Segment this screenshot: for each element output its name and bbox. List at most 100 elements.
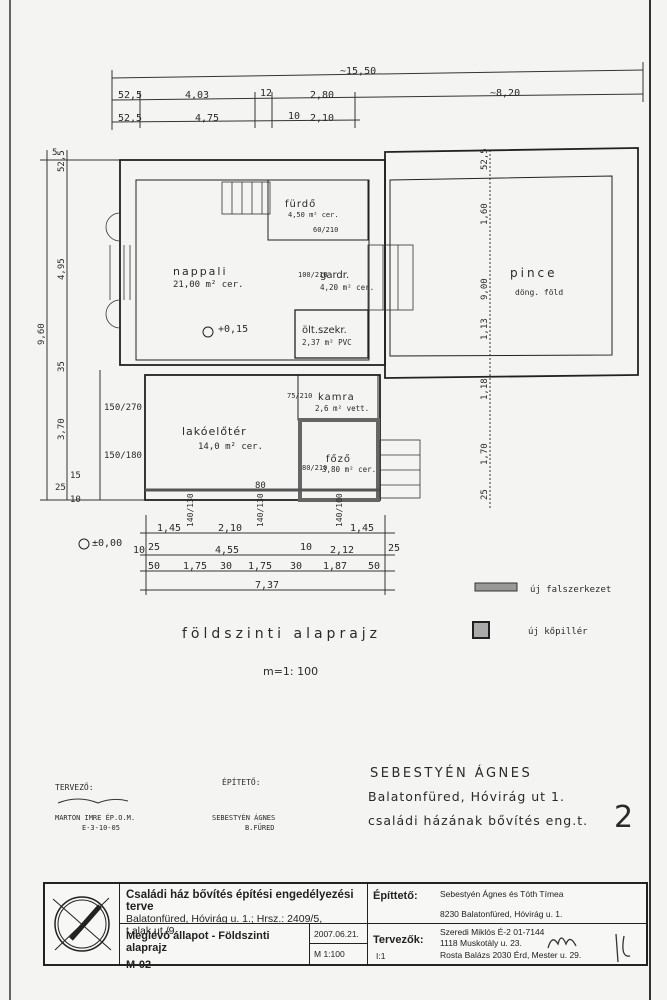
stairs bbox=[105, 181, 421, 499]
walls bbox=[119, 147, 639, 502]
dim-window: 150/270 bbox=[104, 403, 142, 413]
legend-wall-label: új falszerkezet bbox=[530, 585, 611, 595]
pencil-logo-icon bbox=[52, 896, 112, 952]
stamp-builder-name: SEBESTYÉN ÁGNES bbox=[212, 813, 275, 822]
designers-cell: Tervezők: I:1 Szeredi Miklós É-2 01-7144… bbox=[368, 924, 646, 964]
legend-wall-swatch bbox=[474, 582, 518, 592]
level-floor: +0,15 bbox=[218, 324, 248, 335]
door-size: 75/210 bbox=[287, 392, 312, 400]
dim-top: ~8,20 bbox=[490, 88, 520, 99]
dim-top: 52,5 bbox=[118, 113, 142, 124]
dim-opening: 140/100 bbox=[335, 493, 344, 527]
dim-bottom: 4,55 bbox=[215, 545, 239, 556]
room-name: főző bbox=[326, 453, 351, 465]
designer-signature bbox=[57, 798, 129, 804]
scale: M 1:100 bbox=[310, 944, 368, 964]
dim-left: 10 bbox=[70, 495, 81, 505]
project-cell: Családi ház bővítés építési engedélyezés… bbox=[120, 884, 368, 937]
date: 2007.06.21. bbox=[310, 924, 368, 944]
window-note: 80 bbox=[255, 481, 266, 491]
dim-opening: 140/130 bbox=[186, 493, 195, 527]
room-area: 4,50 m² cer. bbox=[288, 211, 339, 219]
room-name: gardr. bbox=[320, 270, 349, 281]
stamp-designer-label: TERVEZŐ: bbox=[55, 782, 94, 792]
room-name: lakóelőtér bbox=[182, 425, 247, 438]
room-area: döng. föld bbox=[515, 288, 563, 297]
ratio: I:1 bbox=[376, 951, 386, 961]
sheet-number: 2 bbox=[614, 800, 633, 835]
logo-cell bbox=[45, 884, 120, 964]
sheet-title: Meglévő állapot - Földszinti alaprajz bbox=[126, 930, 270, 954]
dim-bottom: 50 bbox=[148, 561, 160, 572]
designer1-address: 1118 Muskotály u. 23. bbox=[440, 938, 522, 948]
designers-label: Tervezők: bbox=[373, 934, 424, 946]
dim-bottom: 30 bbox=[220, 561, 232, 572]
client-name: Sebestyén Ágnes és Tóth Tímea bbox=[440, 889, 564, 899]
project-title: Családi ház bővítés építési engedélyezés… bbox=[126, 889, 354, 913]
dim-left: 52,5 bbox=[57, 150, 67, 172]
dim-pince: 1,13 bbox=[480, 318, 490, 340]
dim-pince: 1,70 bbox=[480, 443, 490, 465]
room-name: kamra bbox=[318, 392, 355, 403]
dim-top: 12 bbox=[260, 88, 272, 99]
dim-top: 52,5 bbox=[118, 90, 142, 101]
room-area: 3,80 m² cer. bbox=[322, 465, 376, 474]
designer2: Rosta Balázs 2030 Érd, Mester u. 29. bbox=[440, 950, 582, 960]
room-area: 14,0 m² cer. bbox=[198, 442, 263, 452]
dim-bottom: 1,45 bbox=[157, 523, 181, 534]
dim-top: 4,03 bbox=[185, 90, 209, 101]
dim-bottom: 2,12 bbox=[330, 545, 354, 556]
dim-bottom: 25 bbox=[148, 542, 160, 553]
dim-bottom: 1,45 bbox=[350, 523, 374, 534]
stamp-owner: SEBESTYÉN ÁGNES bbox=[370, 765, 532, 781]
dim-opening: 140/130 bbox=[256, 493, 265, 527]
dim-pince: 1,60 bbox=[480, 203, 490, 225]
room-area: 2,6 m² vett. bbox=[315, 404, 369, 413]
dim-pince: 52,5 bbox=[480, 148, 490, 170]
level-marker-icon bbox=[202, 326, 214, 338]
stamp-designer-code: E-3-10-05 bbox=[82, 824, 120, 832]
dim-bottom: 1,75 bbox=[183, 561, 207, 572]
door-size: 100/210 bbox=[298, 271, 328, 279]
dim-bottom: 2,10 bbox=[218, 523, 242, 534]
room-name: fürdő bbox=[285, 198, 316, 210]
client-label: Építtető: bbox=[373, 890, 418, 902]
stamp-designer-name: MARTON IMRE ÉP.O.M. bbox=[55, 813, 135, 822]
level-ground: ±0,00 bbox=[92, 538, 122, 549]
dim-top: 2,10 bbox=[310, 113, 334, 124]
sheet-code: M-02 bbox=[126, 959, 152, 971]
sheet-cell: Meglévő állapot - Földszinti alaprajz M-… bbox=[120, 924, 310, 971]
dim-bottom: 10 bbox=[300, 542, 312, 553]
title-block: Családi ház bővítés építési engedélyezés… bbox=[43, 882, 648, 971]
stamp-description: családi házának bővítés eng.t. bbox=[368, 813, 588, 828]
dimension-lines bbox=[40, 62, 644, 595]
drawing-title: földszinti alaprajz bbox=[182, 626, 381, 642]
dim-top: 4,75 bbox=[195, 113, 219, 124]
dim-bottom: 1,75 bbox=[248, 561, 272, 572]
dim-bottom: 25 bbox=[388, 543, 400, 554]
room-name: pince bbox=[510, 266, 558, 280]
dim-bottom: 50 bbox=[368, 561, 380, 572]
room-area: 2,37 m² PVC bbox=[302, 338, 352, 347]
dim-window: 150/180 bbox=[104, 451, 142, 461]
dim-left: 5 bbox=[52, 148, 57, 158]
dim-overall: ~15,50 bbox=[340, 66, 376, 77]
designer1: Szeredi Miklós É-2 01-7144 bbox=[440, 927, 545, 937]
room-name: nappali bbox=[173, 265, 228, 278]
dim-left: 15 bbox=[70, 471, 81, 481]
dim-top: 2,80 bbox=[310, 90, 334, 101]
dim-left: 3,70 bbox=[57, 418, 67, 440]
designer-signatures bbox=[547, 933, 631, 963]
room-name: ölt.szekr. bbox=[302, 325, 347, 336]
dim-bottom: 1,87 bbox=[323, 561, 347, 572]
stamp-address: Balatonfüred, Hóvirág ut 1. bbox=[368, 789, 565, 804]
room-area: 21,00 m² cer. bbox=[173, 280, 243, 290]
dim-left: 35 bbox=[57, 361, 67, 372]
level-marker-icon bbox=[78, 538, 90, 550]
legend-pillar-label: új kőpillér bbox=[528, 626, 588, 637]
dim-left: 25 bbox=[55, 483, 66, 493]
drawing-scale: m=1: 100 bbox=[263, 665, 318, 678]
stamp-builder-town: B.FÜRED bbox=[245, 823, 275, 832]
dim-pince: 1,18 bbox=[480, 378, 490, 400]
